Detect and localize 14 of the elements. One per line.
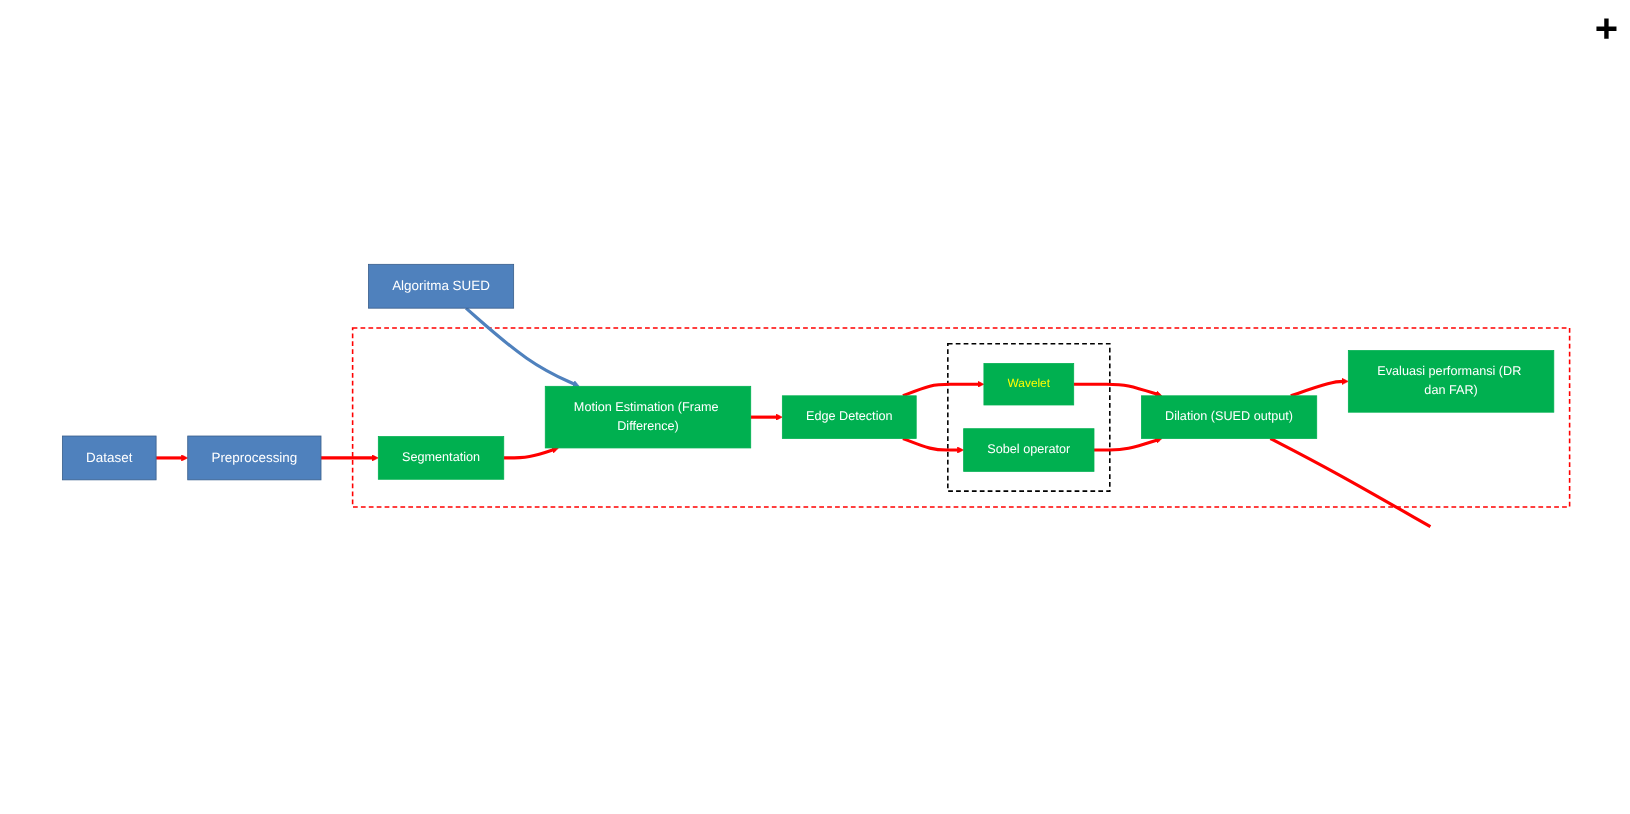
arrow [320,454,378,462]
cluster [946,342,1110,492]
cluster [350,326,1570,508]
arrow [502,446,558,460]
arrow [463,306,579,387]
arrow [1093,436,1162,452]
arrow [901,380,984,397]
plus-sign: + [1594,8,1618,54]
arrow [749,413,782,421]
arrow [901,436,963,454]
arrow [155,454,188,462]
arrow [1072,382,1162,397]
connector [1268,436,1431,528]
arrow [1289,377,1348,397]
